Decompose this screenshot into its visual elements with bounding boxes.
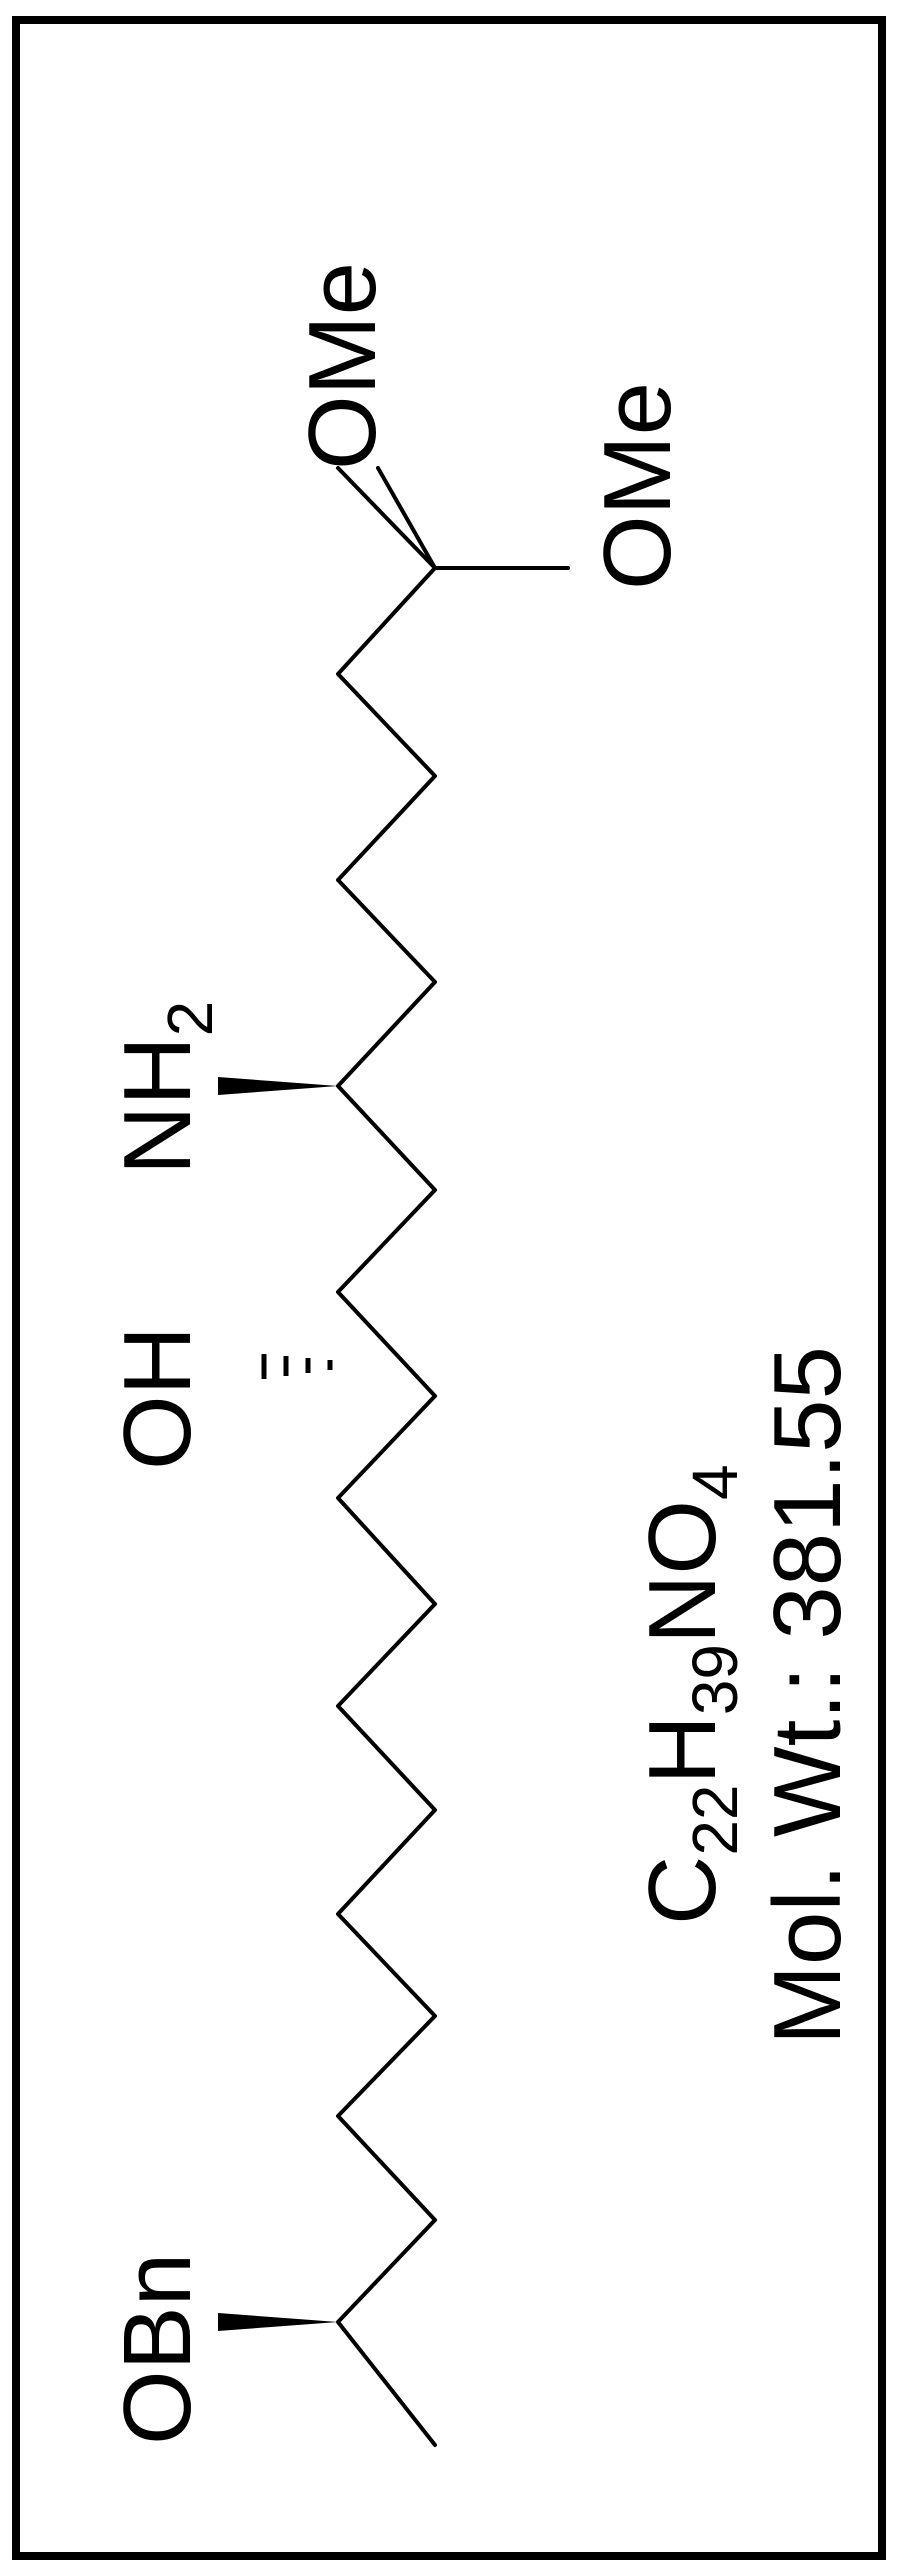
label-ome-top: OMe xyxy=(289,262,396,470)
label-nh2-subscript: 2 xyxy=(154,1001,226,1037)
formula-h-count: 39 xyxy=(679,1644,751,1715)
formula-h: H xyxy=(629,1715,736,1784)
molecular-formula: C22H39NO4 xyxy=(629,1464,751,1925)
formula-o-count: 4 xyxy=(679,1464,751,1500)
molecular-weight: Mol. Wt.: 381.55 xyxy=(754,1346,861,2045)
frame-border xyxy=(12,16,886,2560)
carbon-chain xyxy=(336,466,437,2447)
label-ome-bottom: OMe xyxy=(584,382,691,590)
label-obn: OBn xyxy=(104,2253,211,2445)
wedge-bond-nh2 xyxy=(218,1077,338,1095)
bond-ome-top xyxy=(376,466,437,570)
label-oh: OH xyxy=(104,1326,211,1470)
formula-c: C xyxy=(629,1856,736,1925)
label-nh: NH xyxy=(104,1036,211,1175)
label-nh2: NH2 xyxy=(104,1001,226,1175)
formula-c-count: 22 xyxy=(679,1784,751,1855)
hash-bond-oh xyxy=(261,1354,333,1379)
formula-no: NO xyxy=(629,1500,736,1644)
wedge-bond-obn xyxy=(218,2313,338,2331)
